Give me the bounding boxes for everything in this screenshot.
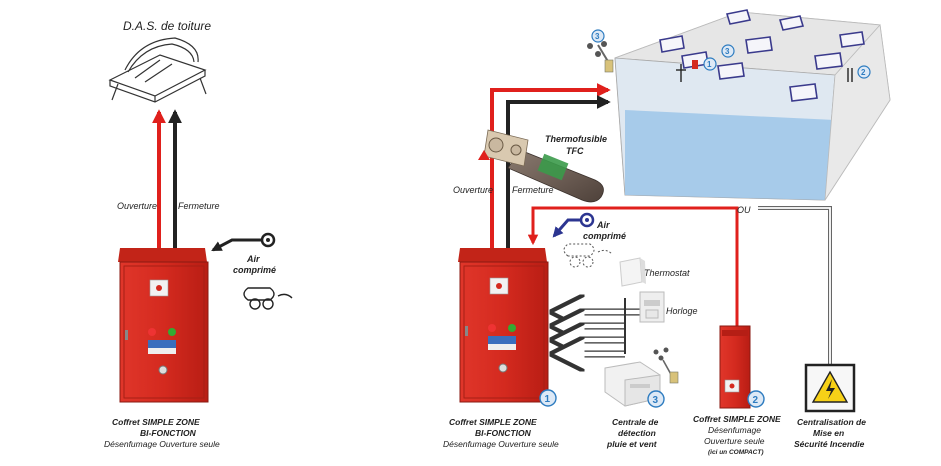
anemometer-badge-text: 3 <box>595 32 600 41</box>
right-fermeture-label: Fermeture <box>512 185 554 195</box>
ou-label: OU <box>737 205 751 215</box>
right-air-connector-icon <box>552 212 595 238</box>
room-badge-1-text: 1 <box>707 60 712 69</box>
building-room <box>614 11 891 201</box>
compact-line2: Désenfumage <box>708 425 761 435</box>
right-ouverture-label: Ouverture <box>453 185 493 195</box>
thermostat-icon <box>619 257 646 287</box>
room-manual-call-point-icon <box>692 60 698 69</box>
input-arrows <box>560 298 640 354</box>
room-badge-3-text: 3 <box>725 47 730 56</box>
centrale-line3: pluie et vent <box>606 439 658 449</box>
left-cabinet <box>118 248 209 403</box>
left-coffret-line2: BI-FONCTION <box>140 428 197 438</box>
cabinet1-line2: BI-FONCTION <box>475 428 532 438</box>
centrale-line1: Centrale de <box>612 417 659 427</box>
horloge-label: Horloge <box>666 306 698 316</box>
compact-line4: (ici un COMPACT) <box>708 449 764 456</box>
room-badge-1 <box>703 57 717 71</box>
room-detector-icon <box>676 64 853 82</box>
centrale-line2: détection <box>618 428 656 438</box>
right-close-line <box>506 95 611 268</box>
das-title: D.A.S. de toiture <box>123 19 211 33</box>
compact-badge-text: 2 <box>753 395 759 406</box>
room-skylights <box>659 9 865 102</box>
right-air-label-2: comprimé <box>583 231 626 241</box>
thermofusible-bottle-icon <box>478 129 604 203</box>
cabinet1-line1: Coffret SIMPLE ZONE <box>449 417 537 427</box>
left-air-label-2: comprimé <box>233 265 276 275</box>
cabinet1-badge-text: 1 <box>545 394 551 405</box>
rain-wind-detector-icon <box>604 347 679 407</box>
anemometer-icon: 3 <box>587 29 614 73</box>
compact-cabinet <box>719 325 751 409</box>
central-line2: Mise en <box>813 428 844 438</box>
room-badge-3 <box>721 44 735 58</box>
security-central-unit <box>804 363 856 413</box>
compact-badge <box>747 390 765 408</box>
right-open-line <box>490 83 611 268</box>
central-line3: Sécurité Incendie <box>794 439 865 449</box>
left-air-label-1: Air <box>246 254 260 264</box>
thermofusible-label-1: Thermofusible <box>545 134 607 144</box>
cabinet1-line3: Désenfumage Ouverture seule <box>443 439 559 449</box>
compact-line1: Coffret SIMPLE ZONE <box>693 414 781 424</box>
centrale-badge <box>647 390 665 408</box>
right-main-cabinet <box>458 248 549 403</box>
central-security-line <box>758 206 832 365</box>
left-air-connector-icon <box>211 232 276 252</box>
centrale-badge-text: 3 <box>653 395 659 406</box>
thermostat-label: Thermostat <box>644 268 690 278</box>
right-air-label-1: Air <box>596 220 610 230</box>
left-fermeture-label: Fermeture <box>178 201 220 211</box>
central-line1: Centralisation de <box>797 417 866 427</box>
left-ouverture-label: Ouverture <box>117 201 157 211</box>
left-coffret-line3: Désenfumage Ouverture seule <box>104 439 220 449</box>
room-badge-2 <box>857 65 871 79</box>
compact-to-cabinet-line <box>527 206 739 328</box>
compact-line3: Ouverture seule <box>704 436 765 446</box>
clock-icon <box>639 291 665 323</box>
right-air-cylinder-icon <box>563 243 613 268</box>
room-badge-2-text: 2 <box>861 68 866 77</box>
left-coffret-line1: Coffret SIMPLE ZONE <box>112 417 200 427</box>
lightning-icon <box>826 379 835 399</box>
thermofusible-label-2: TFC <box>566 146 584 156</box>
roof-hatch-icon <box>108 37 207 103</box>
cabinet1-badge <box>539 389 557 407</box>
air-cylinder-icon <box>243 287 293 310</box>
